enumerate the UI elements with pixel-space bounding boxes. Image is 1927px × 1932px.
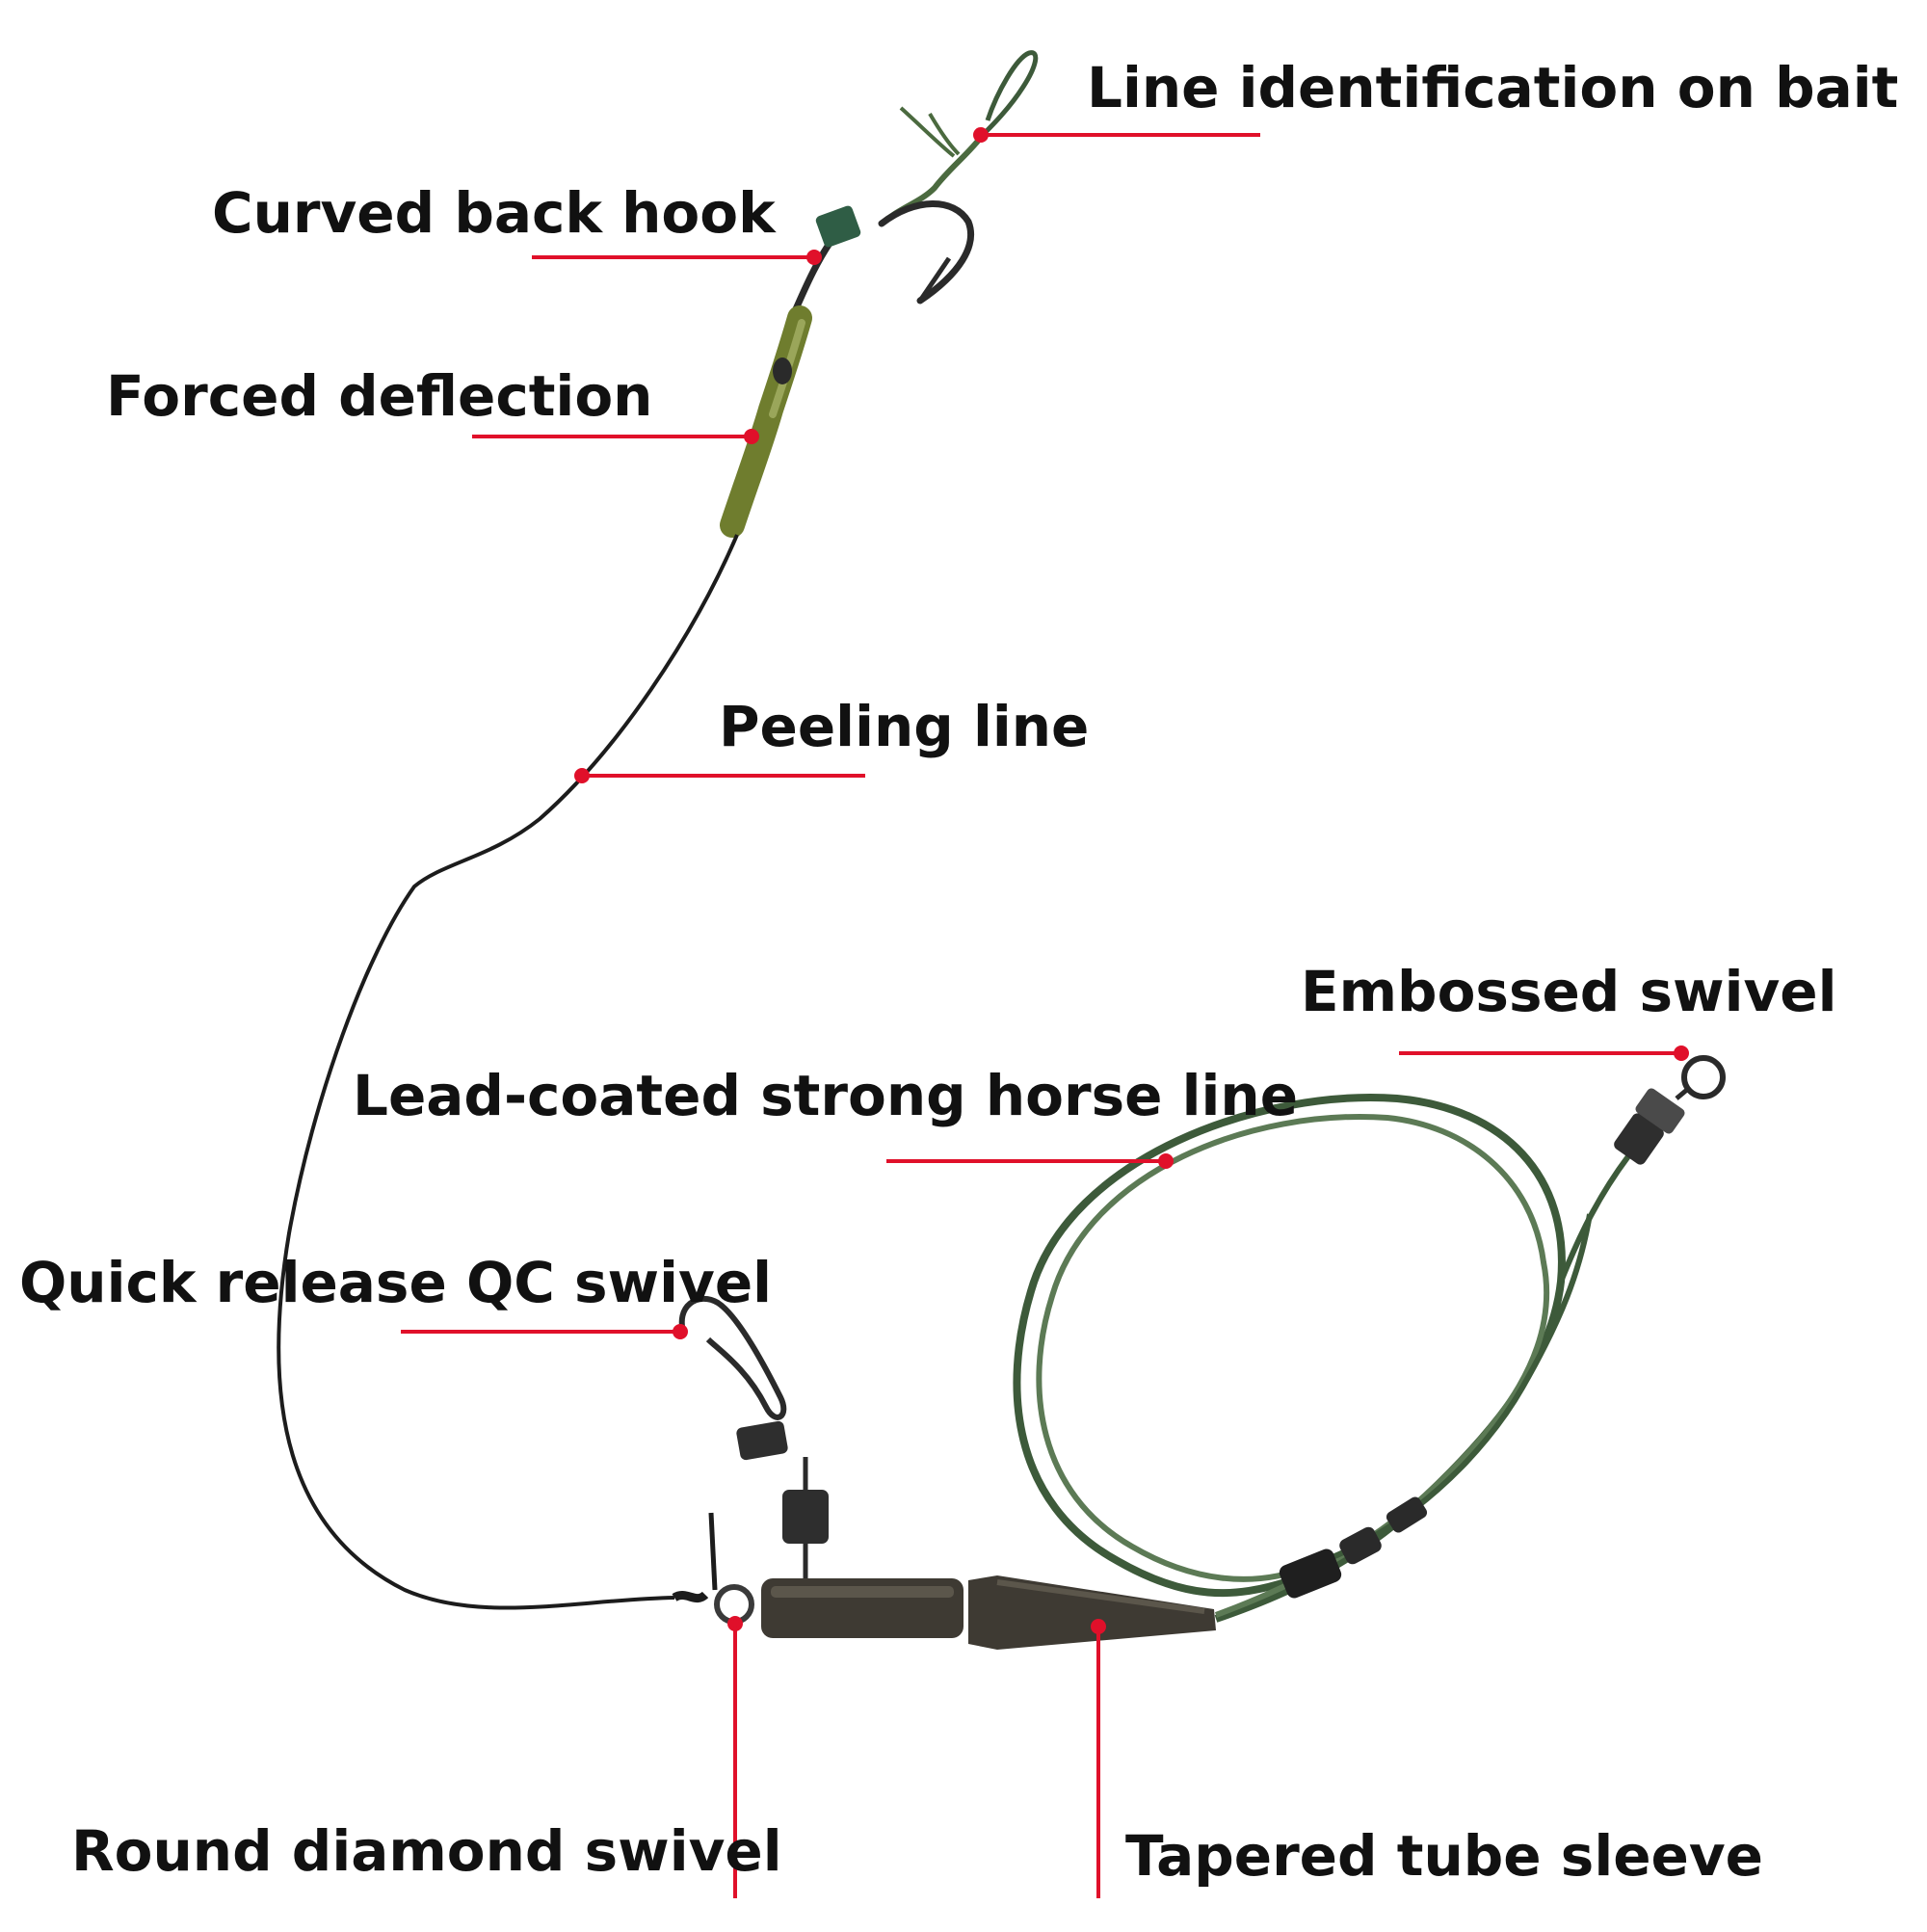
- leader-lines: [401, 127, 1689, 1898]
- qc-swivel: [678, 1295, 829, 1582]
- braided-line: [1013, 1094, 1652, 1623]
- label-embossed-swivel: Embossed swivel: [1301, 959, 1837, 1024]
- embossed-swivel: [1614, 1055, 1726, 1165]
- swivel-ring: [672, 1512, 754, 1625]
- label-tapered-sleeve: Tapered tube sleeve: [1125, 1823, 1764, 1889]
- deflection-sleeve: [720, 305, 812, 538]
- label-curved-back-hook: Curved back hook: [212, 180, 776, 246]
- tapered-sleeve: [968, 1575, 1216, 1650]
- label-peeling-line: Peeling line: [719, 694, 1090, 759]
- label-quick-release: Quick release QC swivel: [19, 1250, 773, 1315]
- label-round-diamond: Round diamond swivel: [71, 1818, 782, 1884]
- bait-loop: [880, 50, 1039, 226]
- label-lead-coated-line: Lead-coated strong horse line: [353, 1063, 1299, 1128]
- label-forced-deflection: Forced deflection: [106, 363, 653, 429]
- label-line-identification: Line identification on bait: [1087, 55, 1899, 120]
- hook: [788, 200, 975, 320]
- sleeve-beads: [1279, 1496, 1428, 1599]
- lead-clip: [761, 1578, 964, 1638]
